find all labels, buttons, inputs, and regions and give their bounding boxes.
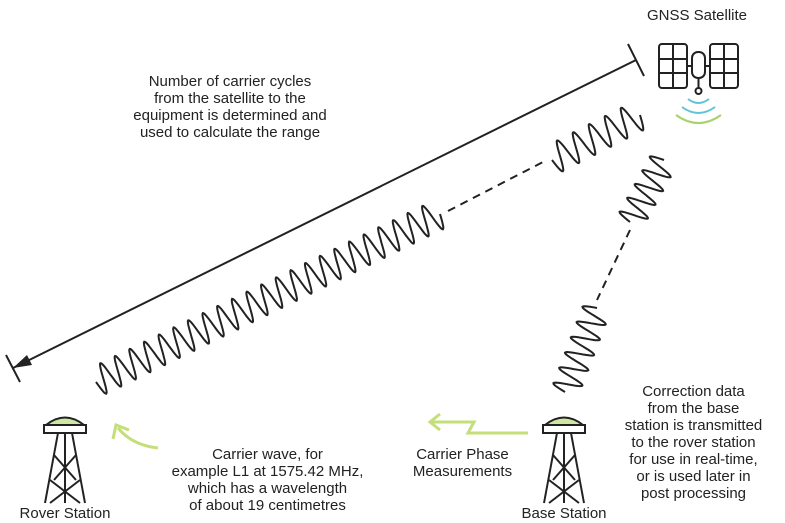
correction-note-line: to the rover station bbox=[631, 434, 756, 451]
carrier-phase-label-line: Measurements bbox=[412, 463, 513, 480]
carrier-wave-note-line: Carrier wave, for bbox=[212, 446, 323, 463]
base-station-label: Base Station bbox=[521, 505, 607, 522]
carrier-wave-near-satellite bbox=[551, 106, 645, 173]
correction-note-line: Correction data bbox=[642, 383, 745, 400]
satellite-label: GNSS Satellite bbox=[646, 7, 748, 24]
carrier-wave-satellite-down bbox=[618, 155, 672, 223]
range-note-line: equipment is determined and bbox=[133, 107, 327, 124]
carrier-wave-to-base bbox=[552, 305, 607, 393]
correction-note: Correction data from the base station is… bbox=[602, 383, 785, 502]
base-antenna-icon bbox=[542, 416, 586, 504]
correction-note-line: station is transmitted bbox=[624, 417, 763, 434]
dashed-link-base bbox=[596, 229, 631, 301]
range-note-line: used to calculate the range bbox=[139, 124, 321, 141]
carrier-wave-note-line: which has a wavelength bbox=[187, 480, 348, 497]
carrier-wave-note-line: of about 19 centimetres bbox=[189, 497, 346, 514]
rover-station-label: Rover Station bbox=[19, 505, 111, 522]
correction-note-line: from the base bbox=[647, 400, 740, 417]
range-note-line: from the satellite to the bbox=[154, 90, 306, 107]
carrier-wave-note-line: example L1 at 1575.42 MHz, bbox=[171, 463, 364, 480]
range-arrow bbox=[5, 43, 645, 383]
correction-note-line: or is used later in bbox=[636, 468, 751, 485]
carrier-phase-label: Carrier Phase Measurements bbox=[405, 446, 520, 480]
satellite-signal-icon bbox=[675, 98, 722, 124]
rover-antenna-icon bbox=[43, 416, 87, 504]
carrier-phase-label-line: Carrier Phase bbox=[416, 446, 509, 463]
carrier-wave-note: Carrier wave, for example L1 at 1575.42 … bbox=[160, 446, 375, 514]
satellite-icon bbox=[658, 43, 739, 95]
correction-note-line: post processing bbox=[640, 485, 747, 502]
correction-note-line: for use in real-time, bbox=[629, 451, 758, 468]
dashed-link-rover bbox=[447, 161, 544, 212]
range-note: Number of carrier cycles from the satell… bbox=[105, 73, 355, 141]
carrier-wave-to-rover bbox=[95, 204, 445, 395]
carrier-phase-arrow bbox=[427, 412, 528, 435]
range-note-line: Number of carrier cycles bbox=[148, 73, 312, 90]
carrier-wave-pointer-arrow bbox=[111, 422, 159, 450]
